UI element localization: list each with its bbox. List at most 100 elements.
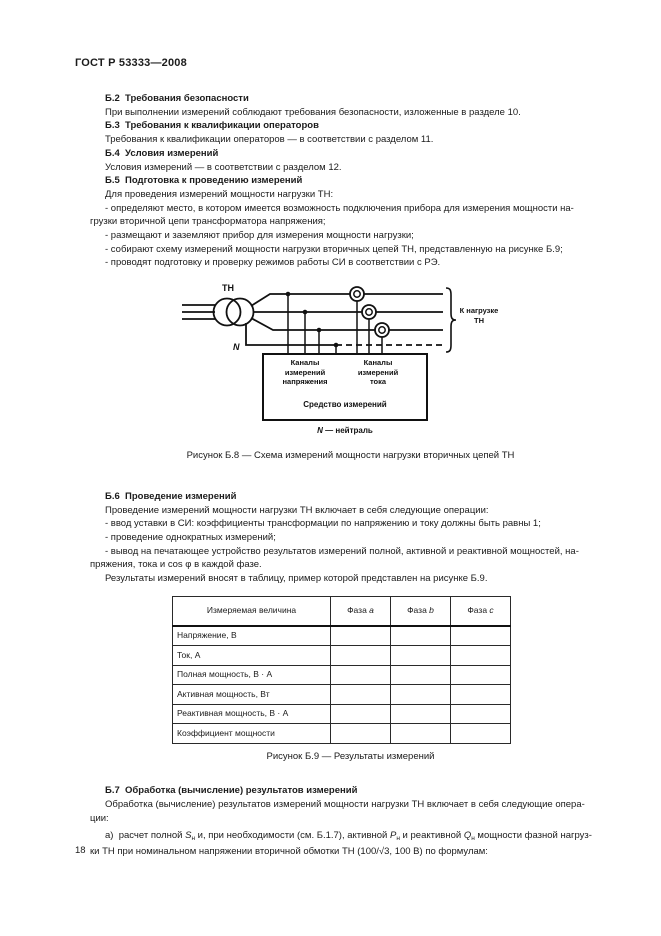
text-line: Условия измерений — в соответствии с раз… xyxy=(105,161,342,173)
neutral-point-label: N xyxy=(233,342,240,353)
row-label: Коэффициент мощности xyxy=(172,723,331,744)
empty-cell xyxy=(450,723,511,744)
current-channels-label: Каналы измерений тока xyxy=(357,358,399,387)
text-line: - ввод уставки в СИ: коэффициенты трансф… xyxy=(105,518,541,530)
math-var-p: P xyxy=(389,829,397,841)
text-fragment: мощности фазной нагруз- xyxy=(474,829,592,841)
text-line: Требования к квалификации операторов — в… xyxy=(105,134,434,146)
results-table: Измеряемая величина Фаза a Фаза b Фаза c… xyxy=(172,595,511,744)
math-sub: н xyxy=(471,834,475,842)
to-load-label: К нагрузке ТН xyxy=(459,306,499,325)
junction-dots xyxy=(285,291,339,348)
empty-cell xyxy=(330,645,391,666)
empty-cell xyxy=(330,664,391,686)
figure-b8-caption: Рисунок Б.8 — Схема измерений мощности н… xyxy=(186,450,515,462)
table-row: Активная мощность, Вт xyxy=(172,684,511,705)
text-line: грузки вторичной цепи трансформатора нап… xyxy=(90,216,326,228)
transformer-label: ТН xyxy=(222,283,234,294)
table-row: Коэффициент мощности xyxy=(172,723,511,744)
measurement-schema-drawing xyxy=(182,286,457,422)
text-line: Для проведения измерений мощности нагруз… xyxy=(105,188,334,200)
current-tap-lines xyxy=(356,301,383,355)
figure-b9-caption: Рисунок Б.9 — Результаты измерений xyxy=(266,750,435,762)
empty-cell xyxy=(330,723,391,744)
phase-letter: a xyxy=(369,605,374,616)
neutral-note-text: — нейтраль xyxy=(322,426,373,436)
load-brace xyxy=(445,287,457,353)
text-fragment: и реактивной xyxy=(399,829,464,841)
text-line: - собирают схему измерений мощности нагр… xyxy=(105,243,563,255)
text-fragment: и, при необходимости (см. Б.1.7), активн… xyxy=(195,829,390,841)
page-content: Б.2 Требования безопасности При выполнен… xyxy=(90,92,611,859)
text-line: Обработка (вычисление) результатов измер… xyxy=(105,799,585,811)
phase-word: Фаза xyxy=(347,605,370,616)
instrument-box xyxy=(262,353,428,422)
text-line: - проводят подготовку и проверку режимов… xyxy=(105,257,441,269)
empty-cell xyxy=(450,625,511,647)
voltage-tap-lines xyxy=(287,294,337,355)
text-line: ки ТН при номинальном напряжении вторичн… xyxy=(90,846,488,858)
row-label: Полная мощность, В · А xyxy=(172,664,331,686)
column-header-phase-b: Фаза b xyxy=(390,595,451,628)
column-header-quantity: Измеряемая величина xyxy=(172,595,331,628)
empty-cell xyxy=(330,684,391,705)
table-header-row: Измеряемая величина Фаза a Фаза b Фаза c xyxy=(172,595,511,628)
document-header: ГОСТ Р 53333—2008 xyxy=(75,57,187,69)
empty-cell xyxy=(390,645,451,666)
empty-cell xyxy=(390,625,451,647)
math-sub: н xyxy=(396,834,400,842)
empty-cell xyxy=(390,723,451,744)
neutral-note: N — нейтраль xyxy=(263,426,427,436)
phase-letter: b xyxy=(429,605,434,616)
column-header-phase-c: Фаза c xyxy=(450,595,511,628)
empty-cell xyxy=(390,664,451,686)
section-heading-b2: Б.2 Требования безопасности xyxy=(105,93,249,104)
neutral-note-symbol: N xyxy=(317,426,323,436)
table-row: Напряжение, В xyxy=(172,625,511,647)
page-number: 18 xyxy=(75,845,86,856)
voltage-transformer-icon xyxy=(212,297,255,327)
empty-cell xyxy=(450,664,511,686)
section-heading-b5: Б.5 Подготовка к проведению измерений xyxy=(105,175,303,187)
text-line: - проведение однократных измерений; xyxy=(105,531,276,543)
text-line: - вывод на печатающее устройство результ… xyxy=(105,545,579,557)
empty-cell xyxy=(450,684,511,705)
row-label: Ток, А xyxy=(172,645,331,666)
empty-cell xyxy=(330,703,391,725)
table-row: Ток, А xyxy=(172,645,511,666)
empty-cell xyxy=(390,703,451,725)
empty-cell xyxy=(450,645,511,666)
neutral-line xyxy=(245,323,443,347)
table-row: Реактивная мощность, В · А xyxy=(172,703,511,725)
table-row: Полная мощность, В · А xyxy=(172,664,511,686)
current-sensor-icons xyxy=(349,286,390,339)
text-line: ции: xyxy=(90,812,109,824)
text-line: Результаты измерений вносят в таблицу, п… xyxy=(105,573,488,585)
row-label: Активная мощность, Вт xyxy=(172,684,331,705)
item-a-line: а) расчет полной Sн и, при необходимости… xyxy=(90,829,611,846)
figure-b8-diagram: ТН N К нагрузке ТН Каналы измерений напр… xyxy=(170,282,500,442)
text-line: - определяют место, в котором имеется во… xyxy=(105,202,574,214)
math-var-q: Q xyxy=(463,829,472,841)
voltage-channels-label: Каналы измерений напряжения xyxy=(282,358,328,387)
phase-word: Фаза xyxy=(407,605,430,616)
row-label: Напряжение, В xyxy=(172,625,331,647)
math-sub: н xyxy=(191,834,196,842)
phase-letter: c xyxy=(489,605,494,616)
phase-word: Фаза xyxy=(467,605,490,616)
empty-cell xyxy=(450,703,511,725)
empty-cell xyxy=(330,625,391,647)
text-line: При выполнении измерений соблюдают требо… xyxy=(105,106,521,118)
section-heading-b7: Б.7 Обработка (вычисление) результатов и… xyxy=(105,785,358,797)
column-header-phase-a: Фаза a xyxy=(330,595,391,628)
math-var-s: S xyxy=(185,829,192,841)
empty-cell xyxy=(390,684,451,705)
phase-lines xyxy=(250,293,443,332)
text-line: Проведение измерений мощности нагрузки Т… xyxy=(105,504,489,516)
text-fragment: а) расчет полной xyxy=(105,829,186,841)
text-line: пряжения, тока и cos φ в каждой фазе. xyxy=(90,559,262,571)
text-line: - размещают и заземляют прибор для измер… xyxy=(105,230,414,242)
instrument-label: Средство измерений xyxy=(303,400,387,410)
section-heading-b6: Б.6 Проведение измерений xyxy=(105,490,237,502)
